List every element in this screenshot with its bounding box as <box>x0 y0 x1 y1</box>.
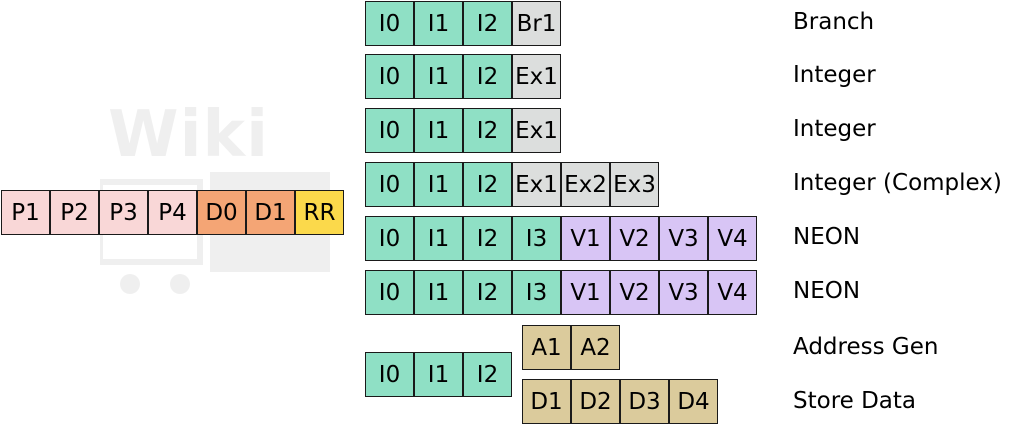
watermark-logo-word: Wiki <box>108 98 270 172</box>
pipeline-2-stage-i0: I0 <box>365 54 414 99</box>
pipeline-1-stage-i1: I1 <box>414 1 463 46</box>
pipeline-6-label: NEON <box>793 278 861 304</box>
pipeline-6-stage-i2: I2 <box>463 270 512 315</box>
pipeline-4-stage-i0: I0 <box>365 162 414 207</box>
frontend-stage-p3: P3 <box>99 190 148 235</box>
pipeline-6-stage-v1: V1 <box>561 270 610 315</box>
pipeline-6-stage-i3: I3 <box>512 270 561 315</box>
store-data-stage-d4: D4 <box>669 379 718 424</box>
pipeline-6-stage-v2: V2 <box>610 270 659 315</box>
address-gen-stage-a1: A1 <box>522 325 571 370</box>
pipeline-5-stage-i2: I2 <box>463 216 512 261</box>
address-gen-label: Address Gen <box>793 334 939 360</box>
pipeline-1-stage-i2: I2 <box>463 1 512 46</box>
frontend-stage-d1: D1 <box>246 190 295 235</box>
pipeline-5-stage-v3: V3 <box>659 216 708 261</box>
pipeline-5-stage-i1: I1 <box>414 216 463 261</box>
pipeline-1-stage-br1: Br1 <box>512 1 561 46</box>
frontend-stage-d0: D0 <box>197 190 246 235</box>
frontend-stage-p1: P1 <box>1 190 50 235</box>
pipeline-5-stage-i3: I3 <box>512 216 561 261</box>
store-data-stage-d3: D3 <box>620 379 669 424</box>
pipeline-5-stage-v2: V2 <box>610 216 659 261</box>
ls-issue-stage-i0: I0 <box>365 352 414 397</box>
pipeline-6-stage-v4: V4 <box>708 270 757 315</box>
pipeline-5-stage-v1: V1 <box>561 216 610 261</box>
pipeline-2-stage-i1: I1 <box>414 54 463 99</box>
frontend-stage-p4: P4 <box>148 190 197 235</box>
pipeline-5-stage-v4: V4 <box>708 216 757 261</box>
pipeline-4-stage-ex2: Ex2 <box>561 162 610 207</box>
pipeline-4-stage-i1: I1 <box>414 162 463 207</box>
pipeline-5-label: NEON <box>793 224 861 250</box>
pipeline-3-stage-i2: I2 <box>463 108 512 153</box>
pipeline-2-stage-ex1: Ex1 <box>512 54 561 99</box>
pipeline-4-stage-ex1: Ex1 <box>512 162 561 207</box>
ls-issue-stage-i1: I1 <box>414 352 463 397</box>
pipeline-6-stage-i1: I1 <box>414 270 463 315</box>
store-data-label: Store Data <box>793 388 917 414</box>
pipeline-3-stage-i1: I1 <box>414 108 463 153</box>
pipeline-3-stage-ex1: Ex1 <box>512 108 561 153</box>
pipeline-4-stage-i2: I2 <box>463 162 512 207</box>
pipeline-6-stage-v3: V3 <box>659 270 708 315</box>
frontend-stage-rr: RR <box>295 190 344 235</box>
address-gen-stage-a2: A2 <box>571 325 620 370</box>
pipeline-3-stage-i0: I0 <box>365 108 414 153</box>
ls-issue-stage-i2: I2 <box>463 352 512 397</box>
store-data-stage-d1: D1 <box>522 379 571 424</box>
pipeline-2-label: Integer <box>793 62 876 88</box>
frontend-stage-p2: P2 <box>50 190 99 235</box>
pipeline-6-stage-i0: I0 <box>365 270 414 315</box>
pipeline-2-stage-i2: I2 <box>463 54 512 99</box>
pipeline-3-label: Integer <box>793 116 876 142</box>
pipeline-1-label: Branch <box>793 9 875 35</box>
pipeline-4-stage-ex3: Ex3 <box>610 162 659 207</box>
pipeline-5-stage-i0: I0 <box>365 216 414 261</box>
pipeline-4-label: Integer (Complex) <box>793 170 1002 196</box>
store-data-stage-d2: D2 <box>571 379 620 424</box>
pipeline-1-stage-i0: I0 <box>365 1 414 46</box>
